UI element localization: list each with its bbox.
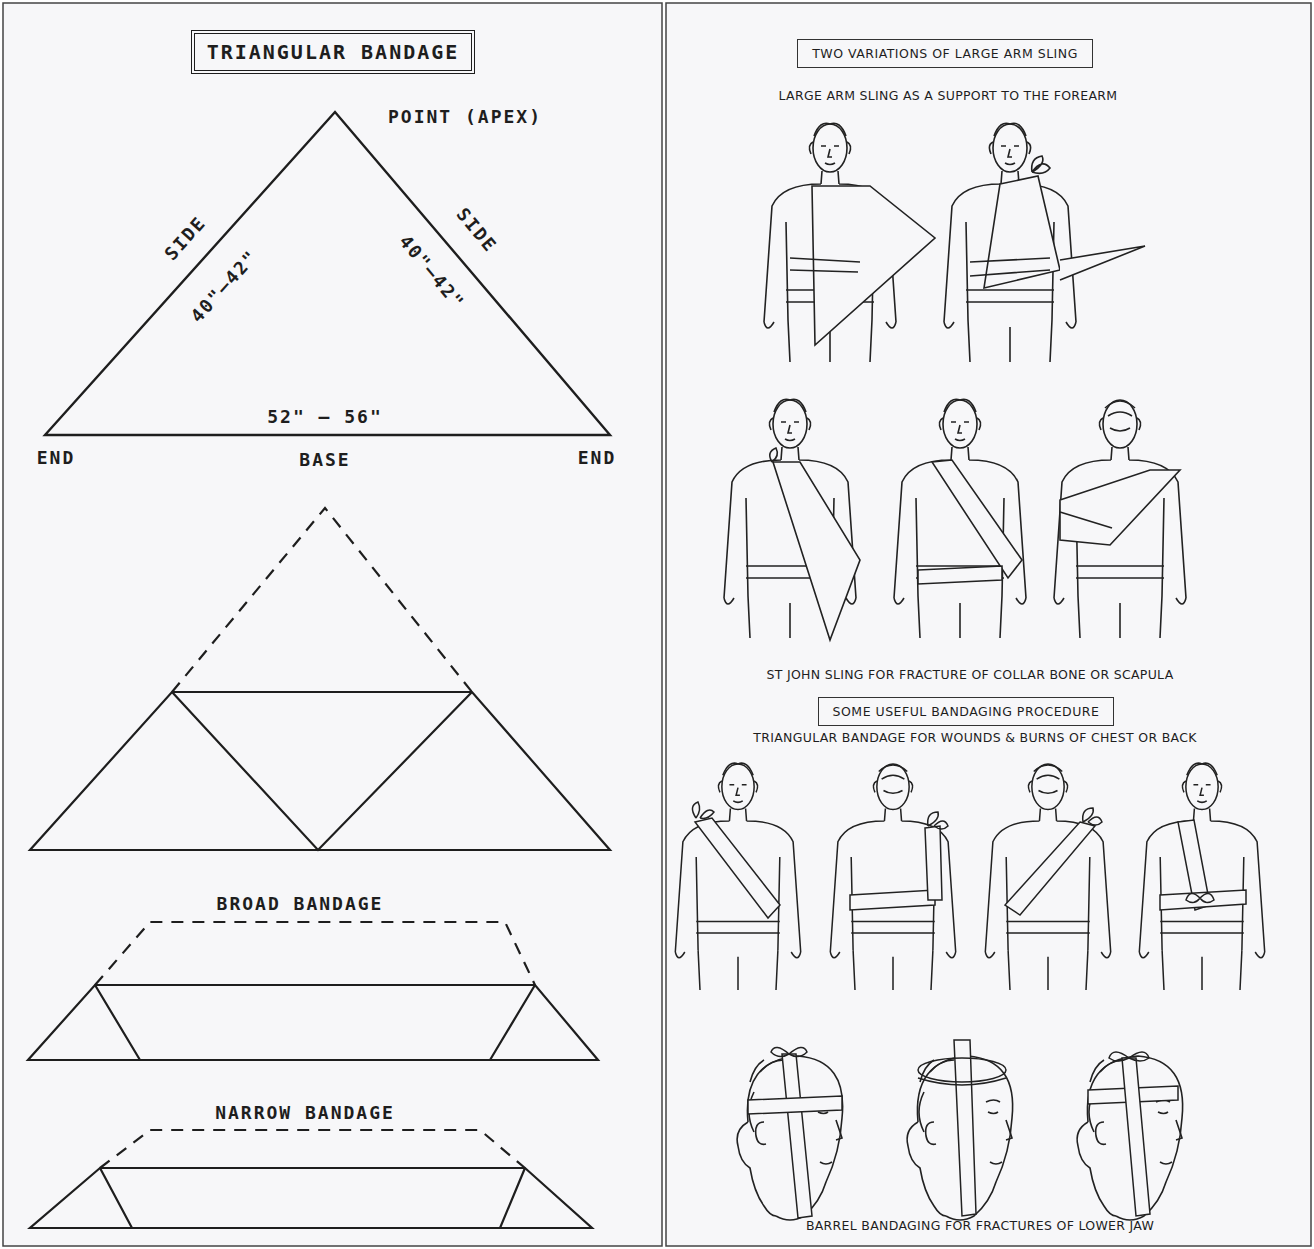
large-arm-sling-figure — [764, 123, 935, 362]
st-john-sling-figure — [1054, 400, 1186, 638]
broad-bandage-fold — [28, 922, 598, 1060]
chest-bandage-figure — [675, 763, 800, 990]
triangle-outline — [45, 112, 610, 435]
dimension-label: END — [578, 447, 617, 468]
dimension-label: 52" – 56" — [267, 406, 383, 427]
figure-caption: LARGE ARM SLING AS A SUPPORT TO THE FORE… — [779, 88, 1118, 104]
folding-step — [30, 508, 610, 850]
right-panel — [666, 3, 1311, 1246]
left-panel — [3, 3, 662, 1246]
dimension-label: BROAD BANDAGE — [217, 893, 384, 914]
figure-caption: BARREL BANDAGING FOR FRACTURES OF LOWER … — [806, 1218, 1154, 1234]
figure-caption: ST JOHN SLING FOR FRACTURE OF COLLAR BON… — [755, 667, 1185, 683]
chest-bandage-figure — [1139, 763, 1264, 990]
barrel-bandage-head — [1077, 1052, 1183, 1220]
back-bandage-figure — [830, 764, 955, 990]
title-box: TWO VARIATIONS OF LARGE ARM SLING — [797, 39, 1093, 68]
title-box: TRIANGULAR BANDAGE — [191, 30, 476, 74]
st-john-sling-figure — [724, 399, 860, 640]
barrel-bandage-head — [737, 1047, 843, 1220]
large-arm-sling-figure — [944, 123, 1145, 362]
dimension-label: POINT (APEX) — [388, 106, 542, 127]
title-box: SOME USEFUL BANDAGING PROCEDURE — [818, 697, 1115, 726]
figure-caption: TRIANGULAR BANDAGE FOR WOUNDS & BURNS OF… — [753, 730, 1196, 746]
title-text: TWO VARIATIONS OF LARGE ARM SLING — [812, 46, 1078, 61]
title-text: TRIANGULAR BANDAGE — [207, 40, 460, 64]
dimension-label: NARROW BANDAGE — [215, 1102, 395, 1123]
dimension-label: BASE — [299, 449, 350, 470]
barrel-bandage-head — [907, 1040, 1013, 1220]
back-bandage-figure — [985, 764, 1110, 990]
st-john-sling-figure — [894, 399, 1026, 638]
dimension-label: END — [37, 447, 76, 468]
title-text: SOME USEFUL BANDAGING PROCEDURE — [833, 704, 1100, 719]
narrow-bandage-fold — [30, 1130, 592, 1228]
